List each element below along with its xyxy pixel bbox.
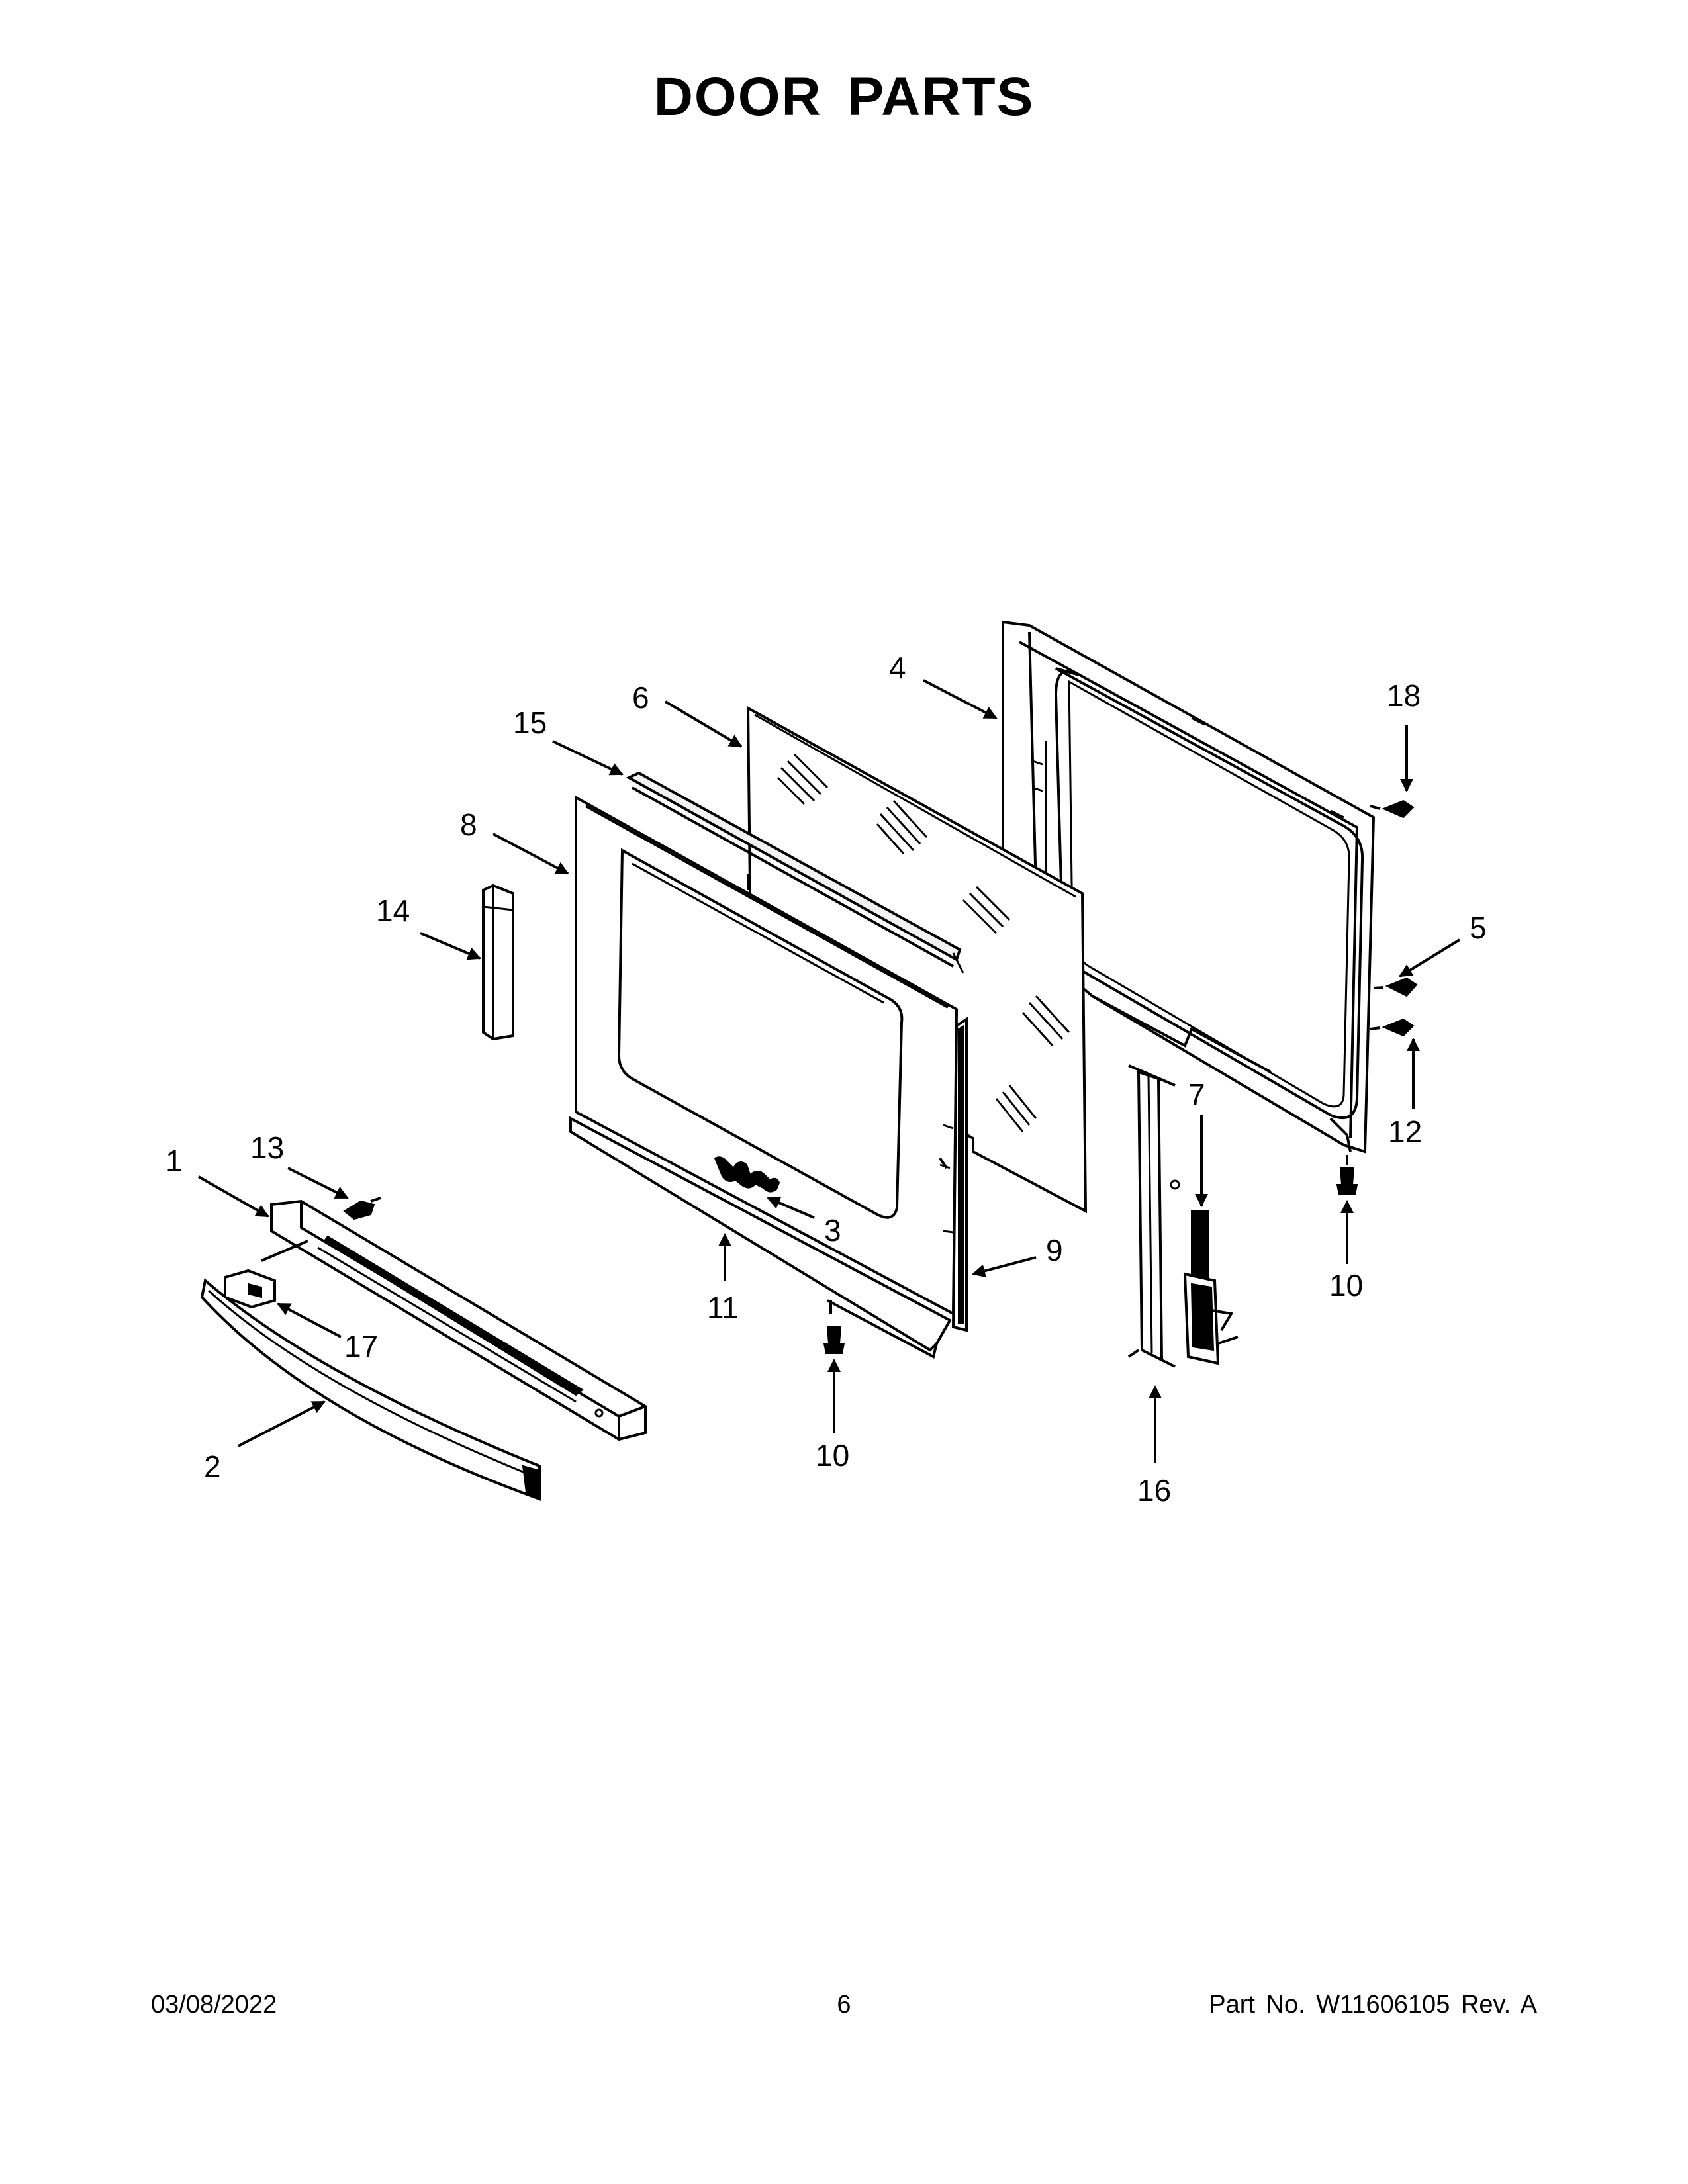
callout-4: 4	[889, 651, 906, 685]
callout-9: 9	[1046, 1233, 1063, 1267]
part-door-handle	[200, 1278, 541, 1501]
callout-5: 5	[1470, 911, 1487, 945]
screw-10-lower	[823, 1326, 845, 1354]
callout-8: 8	[460, 807, 477, 842]
callout-16: 16	[1137, 1473, 1171, 1508]
screw-12	[1382, 1018, 1415, 1037]
callout-10-lower: 10	[816, 1438, 849, 1473]
callout-12: 12	[1388, 1115, 1422, 1149]
part-hinge	[1183, 1210, 1239, 1365]
callout-2: 2	[204, 1449, 221, 1484]
part-logo-badge	[714, 1156, 780, 1193]
part-side-seal	[939, 1017, 968, 1332]
screw-13	[343, 1197, 381, 1220]
callout-17: 17	[344, 1329, 378, 1363]
callout-10-right: 10	[1329, 1268, 1363, 1302]
callout-labels: 1 2 3 4 5 6 7 8 9 10 10 11 12 13 14 15 1…	[165, 651, 1487, 1508]
part-inner-door-frame	[1002, 620, 1376, 1154]
callout-11: 11	[707, 1291, 739, 1325]
page-title: DOOR PARTS	[653, 67, 1035, 127]
callout-1: 1	[165, 1144, 183, 1178]
part-handle-base	[270, 1199, 647, 1441]
callout-6: 6	[632, 680, 649, 715]
footer-page-number: 6	[837, 1991, 851, 2019]
footer-date: 03/08/2022	[151, 1991, 277, 2019]
part-outer-door-panel	[575, 795, 959, 1316]
part-spacer-block	[482, 884, 514, 1041]
screw-10-right	[1336, 1167, 1358, 1195]
part-bottom-channel	[569, 1116, 952, 1359]
leader-lines	[198, 679, 1461, 1463]
callout-13: 13	[250, 1130, 284, 1165]
callout-7: 7	[1188, 1077, 1205, 1112]
footer-part-number: Part No. W11606105 Rev. A	[1209, 1991, 1537, 2019]
part-hinge-bracket	[1127, 1064, 1180, 1368]
callout-3: 3	[824, 1213, 841, 1248]
part-top-trim	[626, 771, 964, 974]
screw-18	[1382, 799, 1415, 819]
screw-5	[1385, 977, 1418, 997]
callout-14: 14	[376, 893, 410, 928]
callout-18: 18	[1387, 678, 1421, 713]
callout-15: 15	[513, 705, 547, 740]
